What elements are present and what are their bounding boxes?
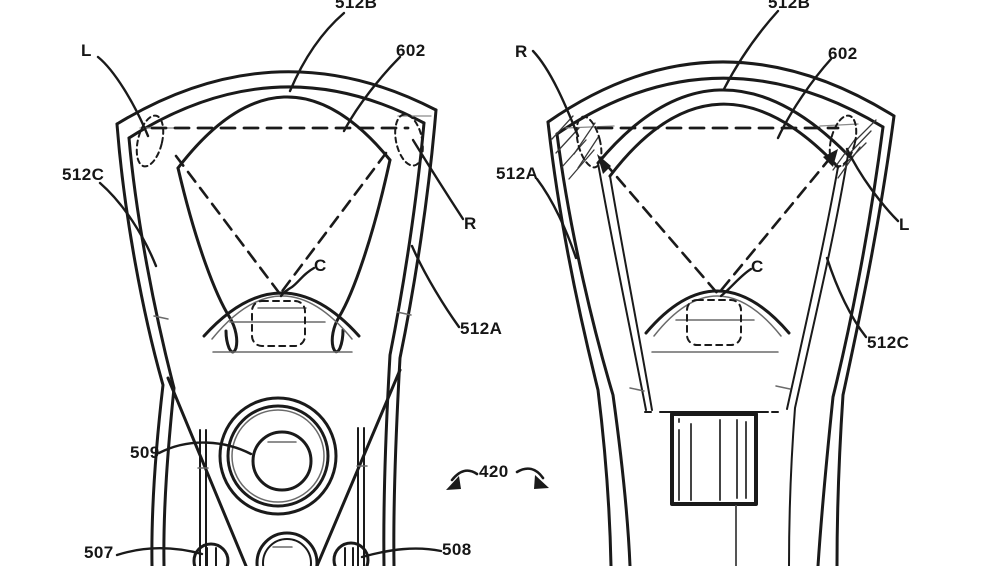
ref-label-602-front: 602 xyxy=(396,41,426,60)
ref-label-512A-front: 512A xyxy=(460,319,503,338)
figure-perspective-view xyxy=(531,9,900,566)
ref-label-512B-front: 512B xyxy=(335,0,378,12)
ref-label-420: 420 xyxy=(479,462,509,481)
ref-label-R-persp: R xyxy=(515,42,528,61)
ref-label-509: 509 xyxy=(130,443,160,462)
ref-label-508: 508 xyxy=(442,540,472,559)
ref-label-C-front: C xyxy=(314,256,327,275)
ref-label-507: 507 xyxy=(84,543,114,562)
rotation-arrow xyxy=(446,467,549,490)
ref-label-R-front: R xyxy=(464,214,477,233)
ref-label-602-persp: 602 xyxy=(828,44,858,63)
ref-label-512C-persp: 512C xyxy=(867,333,910,352)
ref-label-512C-front: 512C xyxy=(62,165,105,184)
figure-front-view xyxy=(96,11,465,566)
ref-label-512A-persp: 512A xyxy=(496,164,539,183)
ref-label-L-front: L xyxy=(81,41,92,60)
ref-label-C-persp: C xyxy=(751,257,764,276)
ref-label-512B-persp: 512B xyxy=(768,0,811,12)
ref-label-L-persp: L xyxy=(899,215,910,234)
